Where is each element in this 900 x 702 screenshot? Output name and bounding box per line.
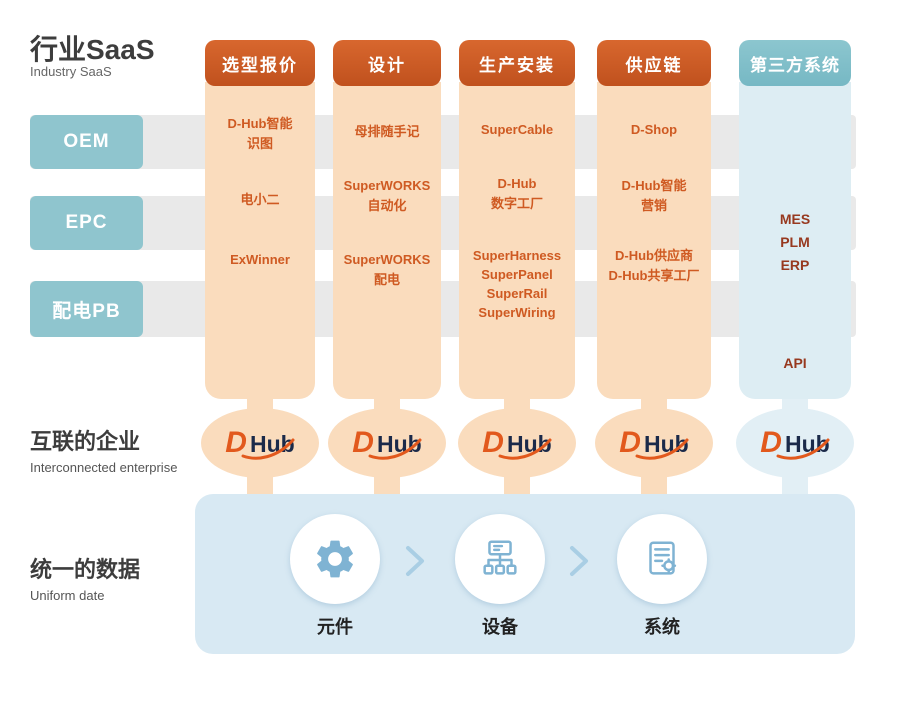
dhub-oval: D Hub	[458, 408, 576, 478]
dhub-logo: D Hub	[619, 426, 689, 460]
dhub-logo-hub: Hub	[643, 431, 689, 457]
band-epc	[30, 196, 856, 250]
dhub-oval: D Hub	[328, 408, 446, 478]
column-header: 设计	[333, 40, 441, 86]
product-item: API	[783, 355, 807, 371]
dhub-logo-d: D	[760, 426, 782, 459]
equipment-label: 设备	[482, 617, 518, 637]
equipment-circle	[455, 514, 545, 604]
chevron-right-icon	[570, 546, 588, 576]
product-item: SuperWORKS 自动化	[343, 178, 431, 213]
product-item: D-Hub供应商 D-Hub共享工厂	[608, 248, 700, 283]
interconnected-subtitle: Interconnected enterprise	[30, 460, 178, 475]
column-body: SuperCable D-Hub 数字工厂 SuperHarness Super…	[459, 82, 575, 399]
column-header: 第三方系统	[739, 40, 851, 86]
device-icon	[483, 540, 517, 575]
column-header: 选型报价	[205, 40, 315, 86]
row-label-pdpb: 配电PB	[30, 281, 143, 337]
dhub-logo: D Hub	[482, 426, 552, 460]
band-oem	[30, 115, 856, 169]
product-item: D-Hub智能 营销	[621, 178, 687, 213]
product-item: D-Hub智能 识图	[227, 116, 293, 151]
uniform-data-subtitle: Uniform date	[30, 588, 105, 603]
column-body: D-Hub智能 识图 电小二 ExWinner	[205, 82, 315, 399]
dhub-oval: D Hub	[595, 408, 713, 478]
system-label: 系统	[644, 617, 680, 637]
product-item: D-Shop	[630, 122, 678, 137]
row-label-epc: EPC	[30, 196, 143, 250]
system-circle	[617, 514, 707, 604]
dhub-logo: D Hub	[225, 426, 295, 460]
uniform-data-title: 统一的数据	[30, 557, 141, 582]
dhub-logo-hub: Hub	[506, 431, 552, 457]
column-header: 生产安装	[459, 40, 575, 86]
dhub-oval: D Hub	[201, 408, 319, 478]
column-supply-chain: 供应链 D-Shop D-Hub智能 营销 D-Hub供应商 D-Hub共享工厂	[597, 40, 711, 399]
product-item: SuperCable	[480, 122, 554, 137]
dhub-logo: D Hub	[760, 426, 830, 460]
system-icon	[649, 541, 677, 575]
product-item: SuperWORKS 配电	[343, 252, 431, 287]
dhub-logo: D Hub	[352, 426, 422, 460]
dhub-logo-d: D	[482, 426, 504, 459]
gear-icon	[317, 540, 353, 578]
component-label: 元件	[317, 617, 353, 637]
product-item: 电小二	[240, 192, 280, 207]
component-circle	[290, 514, 380, 604]
column-body: D-Shop D-Hub智能 营销 D-Hub供应商 D-Hub共享工厂	[597, 82, 711, 399]
column-design: 设计 母排随手记 SuperWORKS 自动化 SuperWORKS 配电	[333, 40, 441, 399]
chevron-right-icon	[406, 546, 424, 576]
page-title: 行业SaaS	[30, 34, 155, 65]
product-item: ExWinner	[230, 252, 290, 267]
column-body: 母排随手记 SuperWORKS 自动化 SuperWORKS 配电	[333, 82, 441, 399]
band-pdpb	[30, 281, 856, 337]
product-item: 母排随手记	[354, 124, 420, 139]
dhub-logo-hub: Hub	[249, 431, 295, 457]
column-body: MES PLM ERP API	[739, 82, 851, 399]
column-third-party-systems: 第三方系统 MES PLM ERP API	[739, 40, 851, 399]
column-header: 供应链	[597, 40, 711, 86]
dhub-logo-d: D	[352, 426, 374, 459]
product-item: MES PLM ERP	[779, 211, 811, 273]
dhub-logo-hub: Hub	[376, 431, 422, 457]
row-label-oem: OEM	[30, 115, 143, 169]
column-production-install: 生产安装 SuperCable D-Hub 数字工厂 SuperHarness …	[459, 40, 575, 399]
column-selection-quotation: 选型报价 D-Hub智能 识图 电小二 ExWinner	[205, 40, 315, 399]
dhub-logo-hub: Hub	[784, 431, 830, 457]
product-item: SuperHarness SuperPanel SuperRail SuperW…	[472, 248, 562, 320]
dhub-logo-d: D	[619, 426, 641, 459]
page-subtitle: Industry SaaS	[30, 64, 112, 79]
dhub-logo-d: D	[225, 426, 247, 459]
dhub-oval: D Hub	[736, 408, 854, 478]
interconnected-title: 互联的企业	[30, 429, 141, 454]
product-item: D-Hub 数字工厂	[490, 176, 543, 211]
